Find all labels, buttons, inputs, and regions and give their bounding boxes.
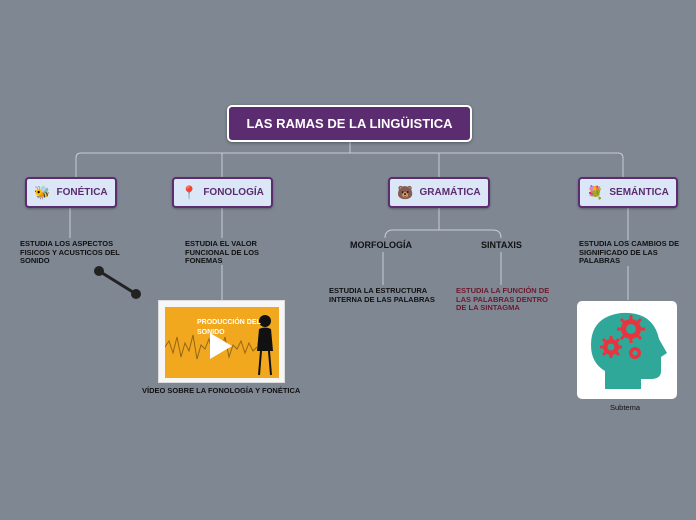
video-caption: VÍDEO SOBRE LA FONOLOGÍA Y FONÉTICA — [142, 386, 301, 395]
semantica-description[interactable]: ESTUDIA LOS CAMBIOS DE SIGNIFICADO DE LA… — [579, 239, 680, 265]
morfologia-title[interactable]: MORFOLOGÍA — [350, 240, 412, 250]
play-icon[interactable] — [208, 331, 234, 361]
branch-label: SEMÁNTICA — [609, 187, 669, 198]
branch-fonologia[interactable]: 📍 FONOLOGÍA — [172, 177, 273, 208]
branch-label: GRAMÁTICA — [419, 187, 481, 198]
root-title: LAS RAMAS DE LA LINGÜISTICA — [246, 116, 453, 131]
branch-fonetica[interactable]: 🐝 FONÉTICA — [25, 177, 117, 208]
image-caption: Subtema — [610, 403, 641, 412]
branch-gramatica[interactable]: 🐻 GRAMÁTICA — [388, 177, 490, 208]
video-title: PRODUCCIÓN DEL SONIDO — [197, 319, 261, 336]
bear-icon: 🐻 — [397, 185, 414, 200]
branch-semantica[interactable]: 💐 SEMÁNTICA — [578, 177, 678, 208]
sintaxis-title[interactable]: SINTAXIS — [481, 240, 522, 250]
video-frame: PRODUCCIÓN DEL SONIDO — [165, 307, 279, 378]
branch-label: FONÉTICA — [56, 187, 108, 198]
morfologia-description[interactable]: ESTUDIA LA ESTRUCTURA INTERNA DE LAS PAL… — [329, 286, 435, 304]
head-gears-image[interactable] — [577, 301, 677, 399]
person-silhouette-icon — [257, 315, 273, 376]
branch-label: FONOLOGÍA — [203, 187, 264, 198]
root-topic[interactable]: LAS RAMAS DE LA LINGÜISTICA — [227, 105, 472, 142]
flower-icon: 💐 — [587, 185, 604, 200]
head-gears-icon — [591, 312, 667, 389]
fonetica-description[interactable]: ESTUDIA LOS ASPECTOS FISICOS Y ACUSTICOS… — [20, 239, 120, 265]
bee-icon: 🐝 — [34, 185, 51, 200]
link-connector-icon[interactable] — [94, 266, 141, 299]
pin-icon: 📍 — [181, 185, 198, 200]
sintaxis-description[interactable]: ESTUDIA LA FUNCIÓN DE LAS PALABRAS DENTR… — [456, 286, 550, 312]
fonologia-description[interactable]: ESTUDIA EL VALOR FUNCIONAL DE LOS FONEMA… — [185, 239, 260, 265]
video-thumbnail[interactable]: PRODUCCIÓN DEL SONIDO — [158, 300, 285, 383]
